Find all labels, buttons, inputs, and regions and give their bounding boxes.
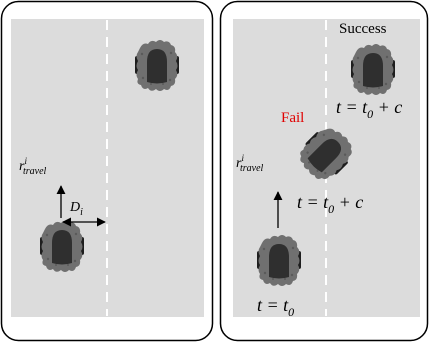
left-other-robot <box>135 40 179 91</box>
time-start-label: t = t0 <box>257 295 294 319</box>
right-start-robot <box>257 235 301 286</box>
distance-label: Di <box>69 200 83 218</box>
time-top-label: t = t0 + c <box>336 97 402 121</box>
time-mid-label: t = t0 + c <box>297 192 363 216</box>
success-label: Success <box>339 21 387 37</box>
left-ego-robot <box>40 221 84 272</box>
fail-label: Fail <box>281 110 304 126</box>
right-success-robot <box>351 44 395 95</box>
